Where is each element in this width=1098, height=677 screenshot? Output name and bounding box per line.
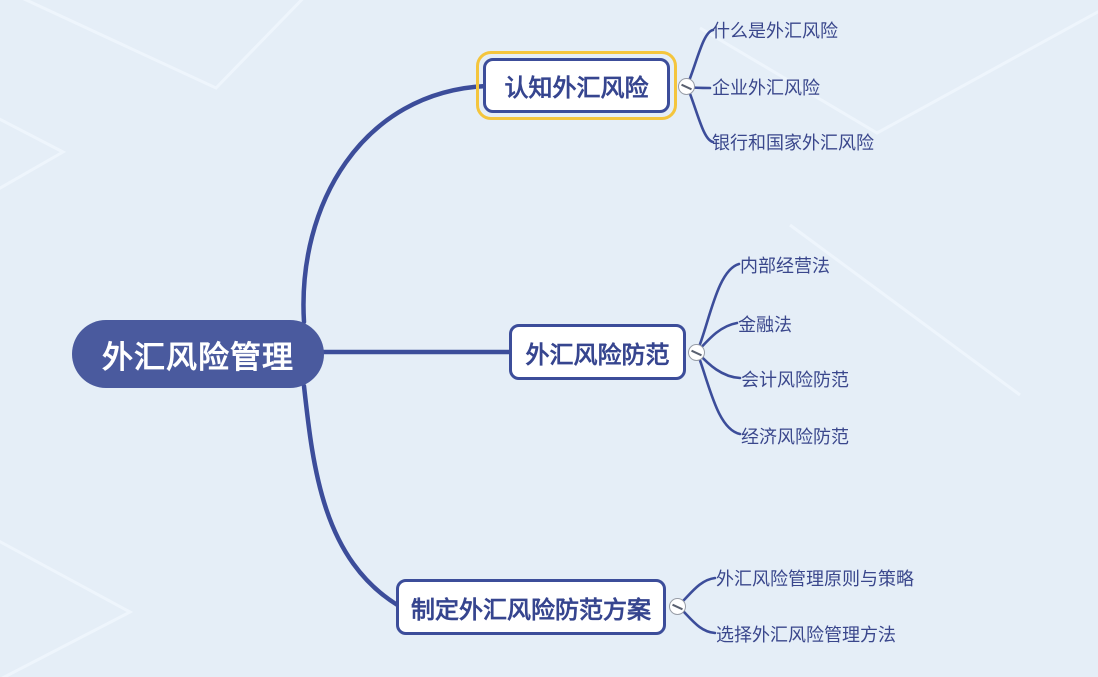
collapse-button-branch1[interactable] [678, 78, 695, 95]
branch-node-3[interactable]: 制定外汇风险防范方案 [396, 579, 666, 635]
root-node[interactable]: 外汇风险管理 [72, 320, 324, 388]
leaf-node[interactable]: 经济风险防范 [741, 427, 849, 447]
connector-branch2-leaf4 [695, 350, 742, 436]
connector-root-branch1 [301, 83, 489, 325]
leaf-node[interactable]: 银行和国家外汇风险 [712, 133, 874, 153]
leaf-node[interactable]: 什么是外汇风险 [712, 21, 838, 41]
leaf-node[interactable]: 外汇风险管理原则与策略 [716, 569, 914, 589]
collapse-button-branch2[interactable] [688, 344, 705, 361]
connector-branch1-leaf3 [685, 84, 715, 144]
minus-icon [672, 603, 683, 610]
connector-root-branch3 [301, 383, 402, 609]
leaf-node[interactable]: 选择外汇风险管理方法 [716, 625, 896, 645]
leaf-node[interactable]: 企业外汇风险 [712, 78, 820, 98]
collapse-button-branch3[interactable] [669, 598, 686, 615]
branch1-selection-highlight: 认知外汇风险 [476, 51, 677, 120]
leaf-node[interactable]: 金融法 [738, 315, 792, 335]
leaf-node[interactable]: 会计风险防范 [741, 370, 849, 390]
leaf-node[interactable]: 内部经营法 [740, 256, 830, 276]
connector-branch2-leaf1 [695, 262, 741, 354]
branch-node-2[interactable]: 外汇风险防范 [509, 324, 686, 380]
minus-icon [691, 349, 702, 356]
connector-branch1-leaf1 [685, 28, 715, 88]
branch-node-1[interactable]: 认知外汇风险 [483, 58, 670, 113]
minus-icon [681, 83, 692, 90]
